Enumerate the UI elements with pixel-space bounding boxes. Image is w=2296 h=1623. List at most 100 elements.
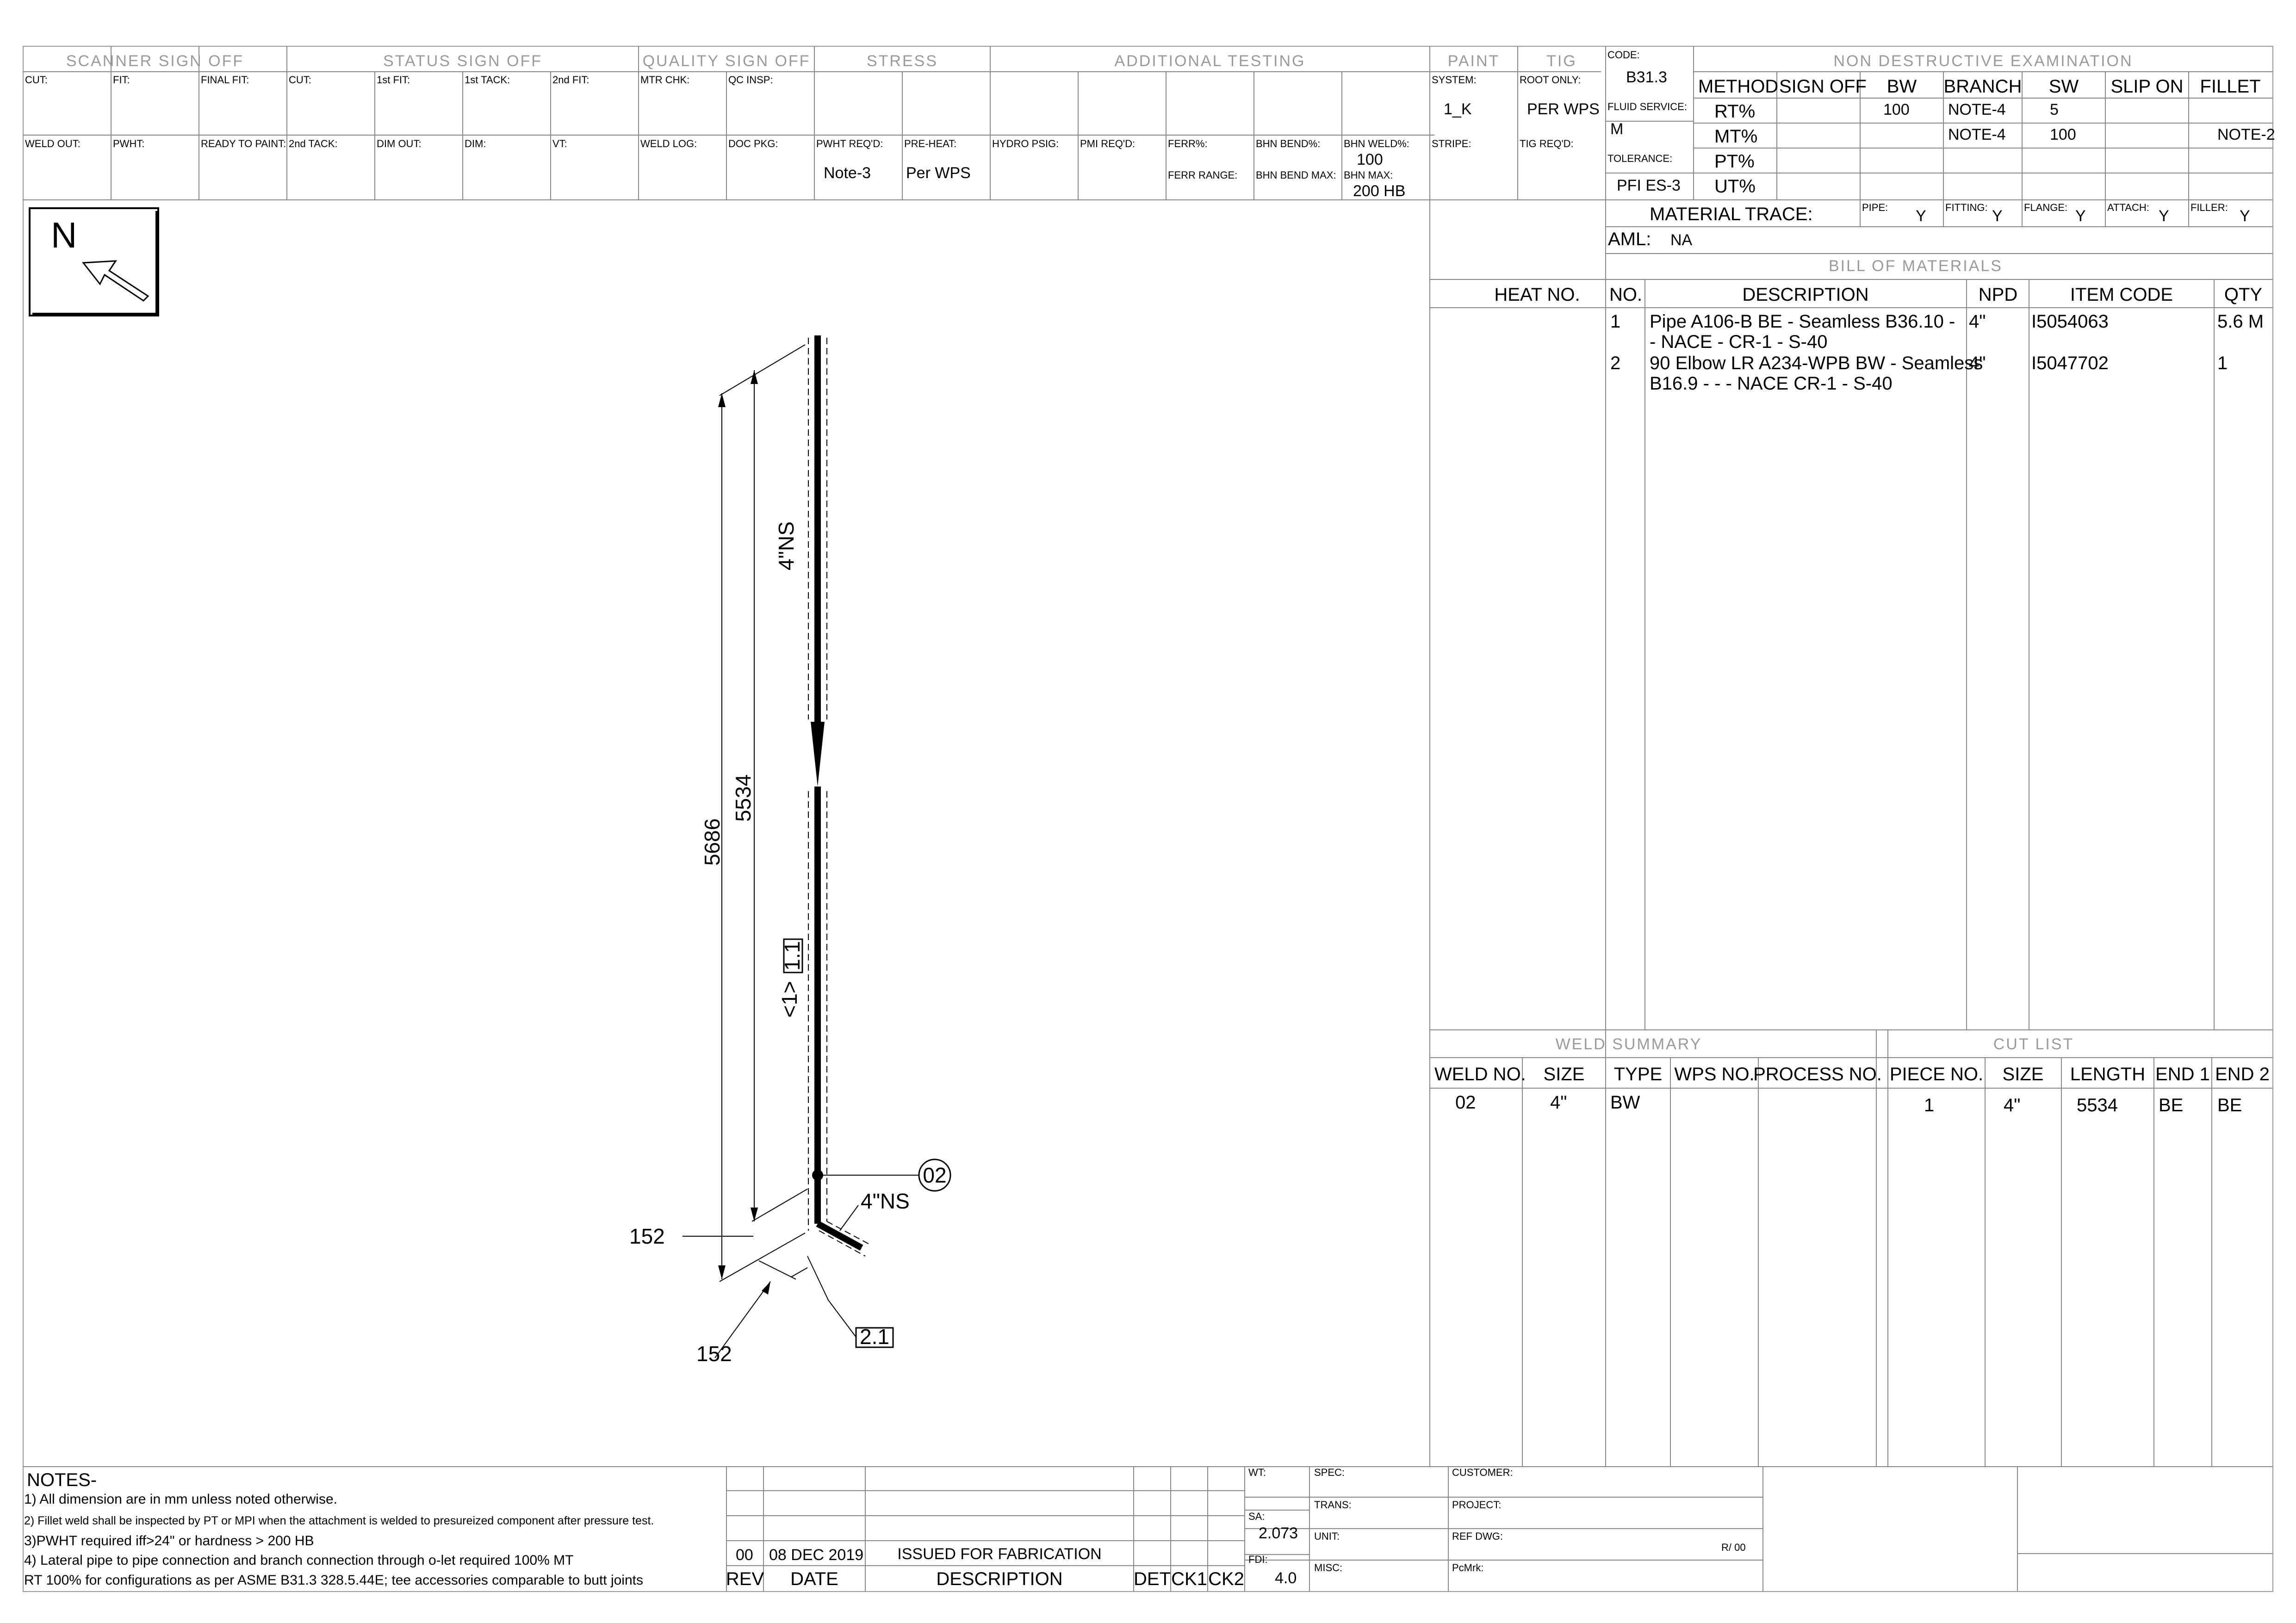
cut-col-size: SIZE	[2003, 1064, 2044, 1084]
bom-row-2-npd: 4"	[1969, 353, 1986, 373]
nde-mt-fillet: NOTE-2	[2217, 126, 2275, 143]
rev-date: 08 DEC 2019	[769, 1546, 863, 1564]
group-scanner-sign-off: SCANNER SIGN OFF	[66, 52, 244, 70]
rev-col-description: DESCRIPTION	[936, 1569, 1062, 1589]
label-weld-log: WELD LOG:	[640, 138, 697, 149]
pcmrk-label: PcMrk:	[1452, 1562, 1483, 1573]
rev-col-date: DATE	[790, 1569, 838, 1589]
label-1st-fit: 1st FIT:	[377, 74, 410, 86]
cut-row-1-end-1: BE	[2159, 1095, 2183, 1115]
ref-dwg-value: R/ 00	[1721, 1542, 1746, 1553]
aml-label: AML:	[1608, 229, 1651, 249]
bom-col-no: NO.	[1609, 285, 1642, 305]
label-qc-insp: QC INSP:	[728, 74, 773, 86]
nde-col-method: METHOD	[1698, 76, 1778, 97]
label-ready-to-paint: READY TO PAINT:	[201, 138, 286, 149]
weld-col-size: SIZE	[1544, 1064, 1585, 1084]
system-value: 1_K	[1444, 100, 1472, 118]
cut-col-piece-no: PIECE NO.	[1890, 1064, 1983, 1084]
nde-col-sw: SW	[2049, 76, 2079, 97]
unit-label: UNIT:	[1314, 1530, 1340, 1542]
nde-rt-bw: 100	[1883, 101, 1910, 118]
group-additional-testing: ADDITIONAL TESTING	[1115, 52, 1306, 70]
nde-col-sign-off: SIGN OFF	[1779, 76, 1867, 97]
bom-row-2-qty: 1	[2217, 353, 2228, 373]
label-tig-reqd: TIG REQ'D:	[1520, 138, 1574, 149]
rev-col-ck2: CK2	[1208, 1569, 1244, 1589]
dimension-lines	[683, 344, 808, 1358]
bom-col-description: DESCRIPTION	[1742, 285, 1868, 305]
rev-col-ck1: CK1	[1171, 1569, 1207, 1589]
group-paint: PAINT	[1448, 52, 1500, 70]
label-bhn-weld-pct: BHN WELD%:	[1344, 138, 1409, 149]
label-1st-tack: 1st TACK:	[465, 74, 510, 86]
group-tig: TIG	[1546, 52, 1577, 70]
ref-dwg-label: REF DWG:	[1452, 1530, 1503, 1542]
piece-marker: <1>	[777, 981, 801, 1017]
trace-flange-value: Y	[2075, 207, 2086, 225]
cut-row-1-length: 5534	[2077, 1095, 2118, 1115]
rev-number: 00	[736, 1546, 753, 1564]
cut-list-title: CUT LIST	[1993, 1035, 2074, 1053]
nde-col-fillet: FILLET	[2200, 76, 2260, 97]
weld-summary: WELD SUMMARY WELD NO. SIZE TYPE WPS NO. …	[1434, 1035, 1882, 1113]
bhn-weld-value: 100	[1357, 151, 1383, 168]
code-value: B31.3	[1626, 68, 1667, 86]
label-hydro-psig: HYDRO PSIG:	[992, 138, 1059, 149]
weld-col-process-no: PROCESS NO.	[1753, 1064, 1882, 1084]
weld-bubble-02: 02	[923, 1163, 946, 1187]
bom-row-2-desc-line1: 90 Elbow LR A234-WPB BW - Seamless	[1650, 353, 1983, 373]
bom-row-1-npd: 4"	[1969, 311, 1986, 332]
label-2nd-fit: 2nd FIT:	[552, 74, 589, 86]
cut-col-end-1: END 1	[2155, 1064, 2210, 1084]
dim-5534: 5534	[731, 774, 755, 822]
label-doc-pkg: DOC PKG:	[728, 138, 778, 149]
note-5: RT 100% for configurations as per ASME B…	[24, 1573, 643, 1588]
dim-152-elbow: 152	[629, 1224, 665, 1248]
bom-row-1-desc-line1: Pipe A106-B BE - Seamless B36.10 -	[1650, 311, 1955, 332]
header-row-1: CUT: FIT: FINAL FIT: CUT: 1st FIT: 1st T…	[25, 49, 1687, 194]
title-block: WT: SA: 2.073 FDI: 4.0 SPEC: TRANS: UNIT…	[1245, 1467, 1746, 1587]
cut-row-1-size: 4"	[2004, 1095, 2020, 1115]
isometric-drawing: 4"NS 4"NS <1> 1.1 2.1 02	[629, 335, 951, 1366]
sheet-grid	[23, 46, 2273, 1592]
note-2: 2) Fillet weld shall be inspected by PT …	[24, 1514, 654, 1527]
pipe-size-label-bottom: 4"NS	[861, 1189, 910, 1213]
bill-of-materials: BILL OF MATERIALS HEAT NO. NO. DESCRIPTI…	[1494, 257, 2264, 394]
label-pmi-reqd: PMI REQ'D:	[1080, 138, 1135, 149]
label-bhn-max: BHN MAX:	[1344, 169, 1393, 181]
weld-row-1-size: 4"	[1550, 1092, 1567, 1113]
tag-1-1: 1.1	[780, 941, 804, 971]
weld-col-weld-no: WELD NO.	[1434, 1064, 1526, 1084]
label-dim-out: DIM OUT:	[377, 138, 422, 149]
bhn-max-value: 200 HB	[1353, 182, 1405, 200]
trace-attach-label: ATTACH:	[2107, 202, 2149, 213]
notes: NOTES- 1) All dimension are in mm unless…	[24, 1470, 654, 1588]
trace-fitting-value: Y	[1992, 207, 2003, 225]
weld-col-type: TYPE	[1614, 1064, 1662, 1084]
revision-block: 00 08 DEC 2019 ISSUED FOR FABRICATION RE…	[726, 1545, 1244, 1589]
north-arrow-icon	[82, 260, 149, 302]
nde-pt-method: PT%	[1714, 151, 1755, 172]
nde-title: NON DESTRUCTIVE EXAMINATION	[1833, 52, 2133, 70]
label-fit: FIT:	[113, 74, 130, 86]
bom-row-2-item-code: I5047702	[2031, 353, 2109, 373]
weld-row-1-type: BW	[1610, 1092, 1640, 1113]
label-cut-2: CUT:	[289, 74, 311, 86]
north-label: N	[51, 215, 77, 255]
cut-list: CUT LIST PIECE NO. SIZE LENGTH END 1 END…	[1890, 1035, 2270, 1115]
weld-point	[812, 1170, 823, 1181]
label-bhn-bend-max: BHN BEND MAX:	[1256, 169, 1336, 181]
label-cut: CUT:	[25, 74, 48, 86]
nde-rt-sw: 5	[2050, 101, 2059, 118]
trace-fitting-label: FITTING:	[1945, 202, 1988, 213]
spec-label: SPEC:	[1314, 1467, 1345, 1478]
weld-summary-title: WELD SUMMARY	[1556, 1035, 1702, 1053]
trace-pipe-label: PIPE:	[1862, 202, 1888, 213]
label-code: CODE:	[1607, 49, 1640, 61]
nde-mt-branch: NOTE-4	[1948, 126, 2006, 143]
fdi-label: FDI:	[1248, 1554, 1268, 1565]
dimension-arrows	[718, 370, 770, 1295]
dim-5686: 5686	[700, 818, 724, 866]
